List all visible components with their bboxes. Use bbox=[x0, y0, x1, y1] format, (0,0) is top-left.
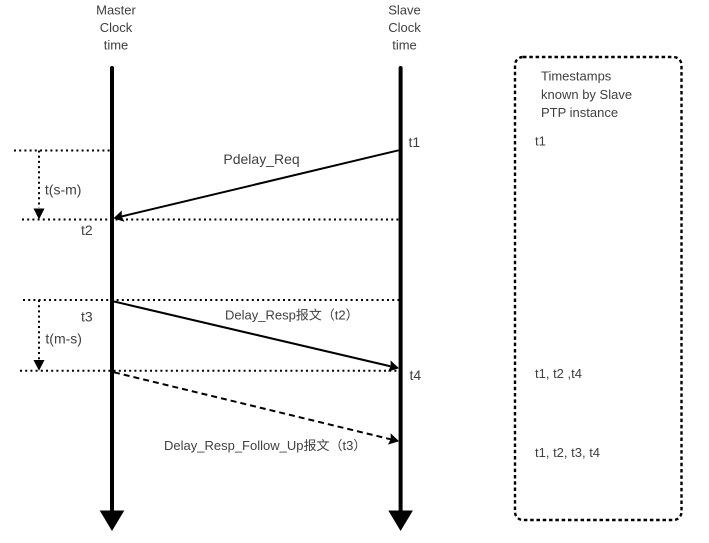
svg-text:time: time bbox=[104, 38, 129, 53]
svg-text:t2: t2 bbox=[335, 308, 346, 323]
svg-text:t(s-m): t(s-m) bbox=[45, 181, 82, 197]
svg-text:t3: t3 bbox=[343, 438, 354, 453]
svg-text:Pdelay_Req: Pdelay_Req bbox=[223, 151, 299, 167]
svg-text:t(m-s): t(m-s) bbox=[45, 331, 82, 347]
svg-text:t1, t2 ,t4: t1, t2 ,t4 bbox=[535, 366, 582, 381]
svg-text:t2: t2 bbox=[81, 222, 93, 238]
svg-text:t1: t1 bbox=[535, 134, 546, 149]
svg-text:time: time bbox=[392, 38, 417, 53]
svg-text:t1, t2, t3, t4: t1, t2, t3, t4 bbox=[535, 445, 600, 460]
svg-text:t3: t3 bbox=[81, 309, 93, 325]
svg-text:Delay_Resp: Delay_Resp bbox=[225, 308, 296, 323]
svg-text:Delay_Resp_Follow_Up: Delay_Resp_Follow_Up bbox=[164, 438, 303, 453]
svg-text:t1: t1 bbox=[409, 134, 421, 150]
svg-text:t4: t4 bbox=[410, 367, 422, 383]
svg-text:Master: Master bbox=[96, 3, 136, 18]
svg-text:Timestamps: Timestamps bbox=[541, 68, 612, 83]
svg-text:Clock: Clock bbox=[100, 20, 133, 35]
svg-text:known by Slave: known by Slave bbox=[541, 87, 632, 102]
svg-text:Slave: Slave bbox=[388, 3, 421, 18]
svg-text:PTP instance: PTP instance bbox=[541, 105, 618, 120]
svg-text:Clock: Clock bbox=[388, 20, 421, 35]
